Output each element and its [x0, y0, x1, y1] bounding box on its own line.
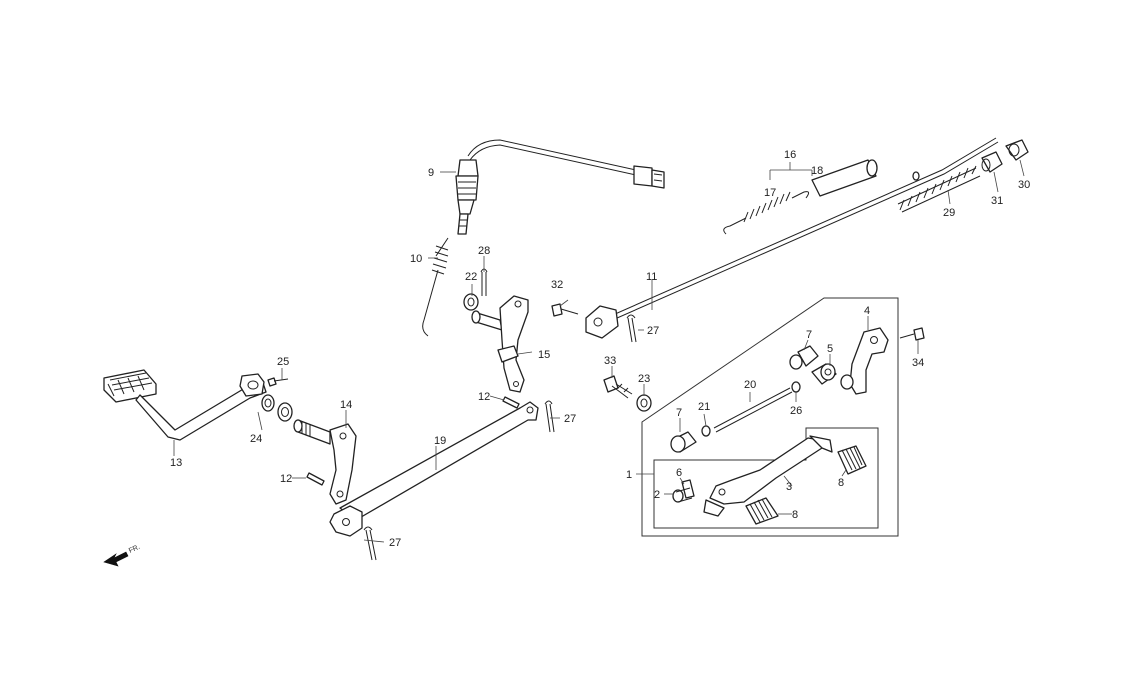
- label-20: 20: [744, 379, 756, 391]
- brake-switch-9: [455, 139, 665, 235]
- label-11: 11: [646, 271, 657, 283]
- washers-24: [261, 394, 293, 422]
- label-7-lower: 7: [676, 407, 682, 419]
- rubber-8-lower: [745, 497, 779, 525]
- label-2: 2: [654, 489, 660, 501]
- label-6: 6: [676, 467, 682, 479]
- cotter-pin-27-bottom: [363, 526, 377, 561]
- label-32: 32: [551, 279, 563, 291]
- label-27-bottom: 27: [389, 537, 401, 549]
- washer-22: [463, 293, 479, 311]
- label-5: 5: [827, 343, 833, 355]
- bolt-33: [603, 375, 633, 399]
- nut-21: [701, 425, 711, 437]
- lever-15: [471, 295, 529, 393]
- label-19: 19: [434, 435, 446, 447]
- pin-12-upper: [502, 396, 520, 409]
- sub-box: [653, 427, 879, 529]
- nut-31: [981, 151, 1003, 173]
- label-3: 3: [786, 481, 792, 493]
- label-25: 25: [277, 356, 289, 368]
- cotter-pin-27-upper: [626, 314, 637, 343]
- label-17: 17: [764, 187, 776, 199]
- label-28: 28: [478, 245, 490, 257]
- tie-rod-20: [713, 387, 793, 433]
- nut-26: [791, 381, 801, 393]
- bolt-32: [551, 303, 579, 317]
- joint-7-lower: [670, 431, 697, 453]
- label-18: 18: [811, 165, 823, 177]
- label-22: 22: [465, 271, 477, 283]
- washer-23: [636, 394, 652, 412]
- label-16: 16: [784, 149, 796, 161]
- label-13: 13: [170, 457, 182, 469]
- label-7-upper: 7: [806, 329, 812, 341]
- label-14: 14: [340, 399, 352, 411]
- label-26: 26: [790, 405, 802, 417]
- bracket-4: [840, 327, 889, 395]
- bolt-34: [899, 327, 925, 341]
- label-4: 4: [864, 305, 870, 317]
- joint-7-upper: [789, 345, 819, 370]
- joint-5: [811, 363, 837, 385]
- label-12-lower: 12: [280, 473, 292, 485]
- label-10: 10: [410, 253, 422, 265]
- pin-2: [672, 487, 693, 503]
- label-29: 29: [943, 207, 955, 219]
- label-31: 31: [991, 195, 1003, 207]
- return-spring-17: [723, 191, 810, 235]
- front-direction-label: FR.: [128, 544, 141, 555]
- front-direction-arrow-icon: [103, 551, 129, 567]
- label-27-middle: 27: [564, 413, 576, 425]
- label-33: 33: [604, 355, 616, 367]
- cotter-pin-28: [480, 268, 488, 296]
- pivot-shaft-14: [293, 419, 357, 505]
- bolt-25: [267, 377, 289, 387]
- label-8-upper: 8: [838, 477, 844, 489]
- brake-rod-19: [329, 401, 539, 537]
- label-9: 9: [428, 167, 434, 179]
- rod-11: [585, 137, 999, 339]
- nut-30: [1005, 139, 1029, 161]
- label-27-upper: 27: [647, 325, 659, 337]
- spring-29: [897, 165, 981, 213]
- label-21: 21: [698, 401, 710, 413]
- label-24: 24: [250, 433, 262, 445]
- brake-pedal: [103, 369, 267, 441]
- label-15: 15: [538, 349, 550, 361]
- label-30: 30: [1018, 179, 1030, 191]
- pin-12-lower: [306, 472, 325, 486]
- cotter-pin-27-middle: [544, 400, 555, 433]
- label-8-lower: 8: [792, 509, 798, 521]
- spring-10: [422, 237, 449, 337]
- label-23: 23: [638, 373, 650, 385]
- gearshift-pedal-3: [703, 435, 833, 517]
- rubber-8-upper: [837, 445, 867, 475]
- assembly-box-1: [641, 297, 899, 537]
- sleeve-18: [811, 159, 878, 197]
- label-34: 34: [912, 357, 924, 369]
- label-12-upper: 12: [478, 391, 490, 403]
- label-1: 1: [626, 469, 632, 481]
